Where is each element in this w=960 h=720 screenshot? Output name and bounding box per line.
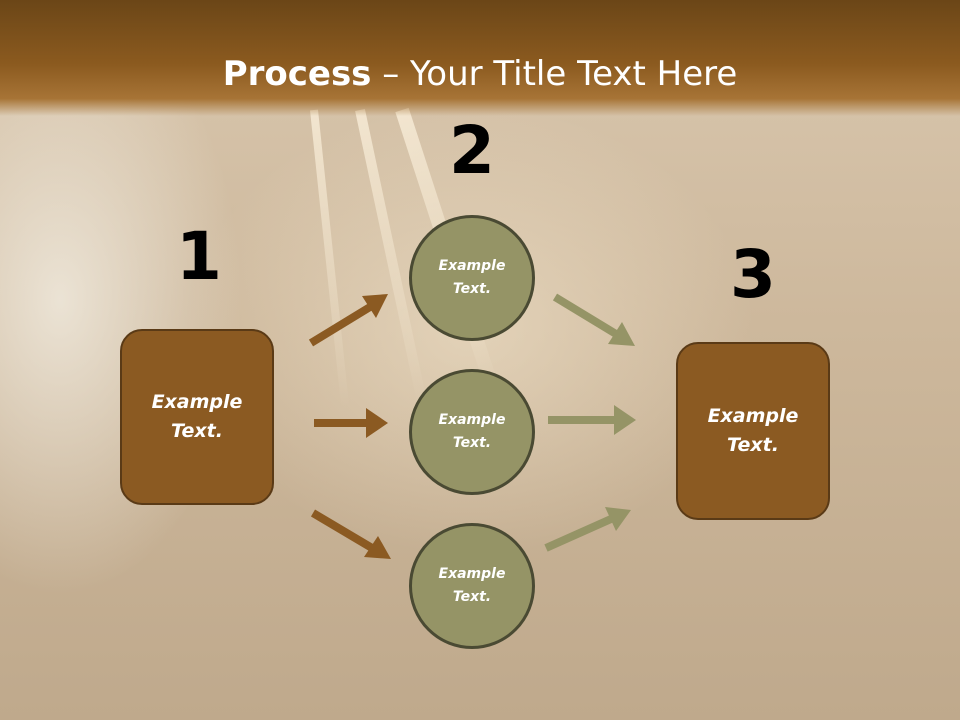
- arrow-to-middle: [314, 408, 388, 438]
- step-2-text-2: Example Text.: [438, 412, 506, 451]
- step-number-3: 3: [730, 236, 776, 313]
- step-3-text: Example Text.: [707, 405, 799, 456]
- step-2-circle-3[interactable]: Example Text.: [409, 523, 535, 649]
- step-2-text-1: Example Text.: [438, 258, 506, 297]
- step-number-2: 2: [449, 112, 495, 189]
- step-3-box[interactable]: Example Text.: [676, 342, 830, 520]
- arrow-from-top: [552, 293, 635, 346]
- title-bold: Process: [222, 54, 372, 94]
- slide-title[interactable]: Process – Your Title Text Here: [0, 50, 960, 98]
- title-bar: [0, 0, 960, 116]
- step-number-1: 1: [176, 218, 222, 295]
- arrow-to-bottom: [310, 509, 391, 559]
- title-rest: – Your Title Text Here: [371, 54, 738, 94]
- step-2-circle-2[interactable]: Example Text.: [409, 369, 535, 495]
- step-2-text-3: Example Text.: [438, 566, 506, 605]
- arrow-from-middle: [548, 405, 636, 435]
- arrow-from-bottom: [544, 507, 631, 552]
- step-1-text: Example Text.: [151, 391, 243, 442]
- step-1-box[interactable]: Example Text.: [120, 329, 274, 505]
- arrow-to-top: [308, 294, 388, 347]
- step-2-circle-1[interactable]: Example Text.: [409, 215, 535, 341]
